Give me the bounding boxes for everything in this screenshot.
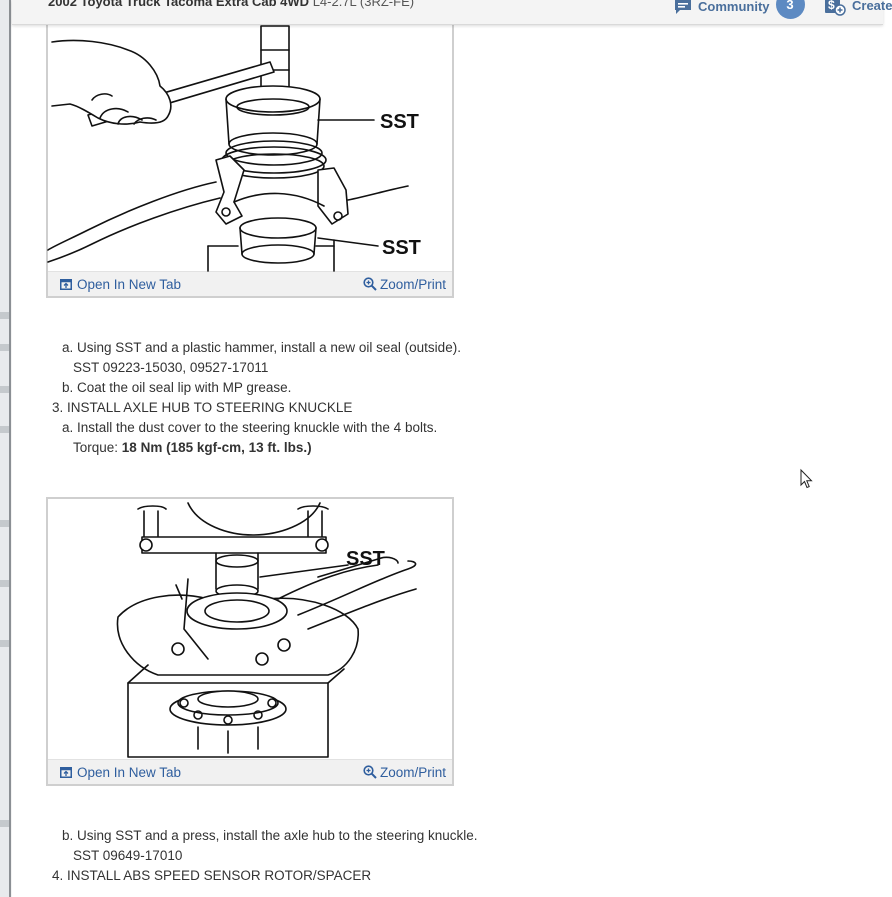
edge-tick	[0, 820, 9, 827]
community-count-badge: 3	[775, 0, 805, 19]
zoom-print-label: Zoom/Print	[379, 764, 446, 780]
step-4-heading: 4. INSTALL ABS SPEED SENSOR ROTOR/SPACER	[52, 868, 372, 883]
figure-toolbar: Open In New Tab Zoom/Print	[48, 759, 452, 784]
chat-bubble-icon	[675, 0, 691, 14]
edge-tick	[0, 344, 9, 351]
edge-tick	[0, 386, 9, 393]
figure-toolbar: Open In New Tab Zoom/Print	[48, 271, 452, 296]
edge-tick	[0, 426, 9, 433]
step-2a-sst: SST 09223-15030, 09527-17011	[73, 360, 269, 375]
vehicle-title: 2002 Toyota Truck Tacoma Extra Cab 4WD L…	[48, 0, 414, 9]
edge-tick	[0, 312, 9, 319]
open-in-new-tab-label: Open In New Tab	[77, 276, 182, 292]
edge-tick	[0, 580, 9, 587]
vehicle-header-bar: 2002 Toyota Truck Tacoma Extra Cab 4WD L…	[12, 0, 892, 25]
vehicle-engine: L4-2.7L (3RZ-FE)	[312, 0, 415, 9]
create-document-icon: $	[825, 0, 846, 16]
svg-text:$: $	[828, 0, 835, 12]
sst-label: SST	[346, 548, 385, 570]
sst-label: SST	[380, 111, 419, 133]
zoom-print-label: Zoom/Print	[379, 276, 446, 292]
step-3-heading: 3. INSTALL AXLE HUB TO STEERING KNUCKLE	[52, 400, 353, 415]
axle-hub-figure: SST Open In New Tab Zoom/Print	[46, 497, 454, 786]
torque-value: 18 Nm (185 kgf-cm, 13 ft. lbs.)	[121, 440, 312, 455]
oil-seal-figure: SST SST Open In New Tab Zoom/Print	[46, 18, 454, 298]
sst-label: SST	[382, 237, 421, 259]
oil-seal-illustration: SST SST	[47, 20, 448, 272]
new-tab-icon	[60, 278, 72, 290]
step-3a: a. Install the dust cover to the steerin…	[62, 420, 438, 435]
step-2b: b. Coat the oil seal lip with MP grease.	[62, 380, 292, 395]
vehicle-name: 2002 Toyota Truck Tacoma Extra Cab 4WD	[48, 0, 310, 9]
community-button[interactable]: Community 3	[674, 0, 805, 19]
step-3b: b. Using SST and a press, install the ax…	[62, 828, 478, 843]
step-2a: a. Using SST and a plastic hammer, insta…	[62, 340, 461, 355]
open-in-new-tab-link[interactable]: Open In New Tab	[60, 277, 181, 292]
open-in-new-tab-label: Open In New Tab	[77, 764, 182, 780]
edge-tick	[0, 640, 9, 647]
edge-tick	[0, 520, 9, 527]
zoom-print-link[interactable]: Zoom/Print	[363, 765, 446, 780]
step-3b-sst: SST 09649-17010	[73, 848, 183, 863]
torque-label: Torque:	[73, 440, 119, 455]
axle-hub-illustration: SST	[48, 499, 448, 759]
open-in-new-tab-link[interactable]: Open In New Tab	[60, 765, 181, 780]
create-button[interactable]: $ Create	[824, 0, 892, 16]
torque-spec: Torque: 18 Nm (185 kgf-cm, 13 ft. lbs.)	[73, 440, 312, 455]
community-label: Community	[698, 0, 770, 14]
new-tab-icon	[60, 766, 72, 778]
zoom-in-icon	[363, 277, 377, 291]
window-edge	[0, 0, 12, 897]
mouse-pointer-icon	[800, 468, 813, 489]
zoom-print-link[interactable]: Zoom/Print	[363, 277, 446, 292]
create-label: Create	[852, 0, 892, 13]
zoom-in-icon	[363, 765, 377, 779]
